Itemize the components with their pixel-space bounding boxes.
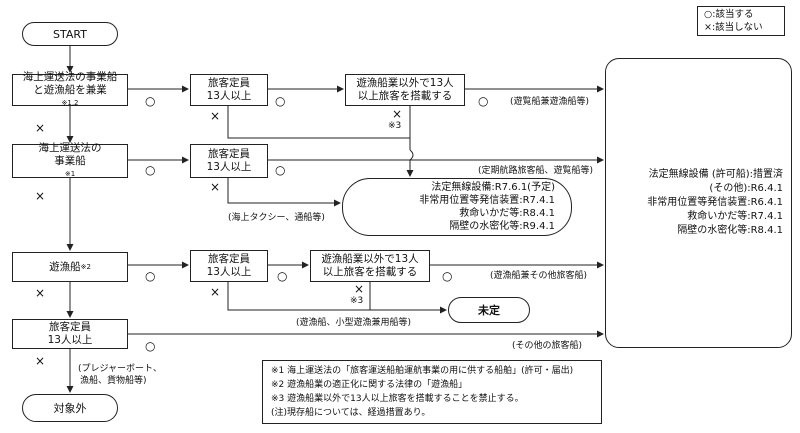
no-mark: × — [35, 354, 46, 368]
label-scheduled-ferry: (定期航路旅客船、遊覧船等) — [478, 166, 594, 176]
legend-no: ×:該当しない — [704, 22, 763, 33]
no-mark: × — [392, 107, 403, 121]
note-3-label: ※3 — [388, 121, 402, 131]
no-mark: × — [35, 121, 46, 135]
passenger-check-1: 遊漁船業以外で13人以上旅客を搭載する — [345, 74, 465, 106]
legend-yes: ○:該当する — [704, 9, 754, 20]
footnote-1: ※1 海上運送法の「旅客運送船舶運航事業の用に供する船舶」(許可・届出) — [271, 366, 574, 376]
legend-box: ○:該当する ×:該当しない — [697, 6, 785, 36]
yes-mark: ○ — [442, 269, 453, 283]
label-other-passenger: (その他の旅客船) — [512, 341, 583, 351]
excluded-node: 対象外 — [22, 394, 118, 422]
rule-box-existing: 法定無線設備 (許可船):措置済 (その他):R6.4.1 非常用位置等発信装置… — [605, 58, 792, 348]
passenger-check-3: 遊漁船業以外で13人以上旅客を搭載する — [310, 250, 430, 282]
question-dual-business: 海上運送法の事業船 と遊漁船を兼業※1,2 — [12, 71, 128, 107]
yes-mark: ○ — [145, 163, 156, 177]
label-small-fishing: (遊漁船、小型遊漁兼用船等) — [296, 318, 412, 328]
label-sightseeing-fishing: (遊覧船兼遊漁船等) — [510, 97, 590, 107]
rule-box-new: 法定無線設備:R7.6.1(予定) 非常用位置等発信装置:R7.4.1 救命いか… — [342, 178, 572, 236]
yes-mark: ○ — [275, 163, 286, 177]
start-node: START — [22, 22, 118, 46]
no-mark: × — [210, 285, 221, 299]
no-mark: × — [210, 109, 221, 123]
no-mark: × — [35, 189, 46, 203]
footnote-3: ※3 遊漁船業以外で13人以上旅客を搭載することを禁止する。 — [271, 394, 524, 404]
footnote-2: ※2 遊漁船業の適正化に関する法律の「遊漁船」 — [271, 380, 468, 390]
label-pleasure-boat-1: (プレジャーボート、 — [78, 364, 162, 374]
yes-mark: ○ — [277, 269, 288, 283]
footnote-box: ※1 海上運送法の「旅客運送船舶運航事業の用に供する船舶」(許可・届出) ※2 … — [262, 360, 602, 424]
label-water-taxi: (海上タクシー、通船等) — [228, 213, 325, 223]
label-fishing-other-passenger: (遊漁船兼その他旅客船) — [490, 271, 588, 281]
note-3-label: ※3 — [350, 296, 364, 306]
yes-mark: ○ — [478, 94, 489, 108]
yes-mark: ○ — [145, 339, 156, 353]
footnote-4: (注)現存船については、経過措置あり。 — [271, 408, 431, 418]
label-pleasure-boat-2: 漁船、貨物船等) — [80, 376, 147, 386]
question-capacity-other: 旅客定員 13人以上 — [12, 319, 128, 349]
question-fishing-boat: 遊漁船※2 — [12, 252, 128, 282]
yes-mark: ○ — [145, 94, 156, 108]
no-mark: × — [210, 180, 221, 194]
no-mark: × — [354, 282, 365, 296]
no-mark: × — [35, 286, 46, 300]
yes-mark: ○ — [145, 269, 156, 283]
yes-mark: ○ — [275, 94, 286, 108]
question-business-vessel: 海上運送法の 事業船※1 — [12, 142, 128, 178]
undecided-node: 未定 — [448, 297, 530, 323]
